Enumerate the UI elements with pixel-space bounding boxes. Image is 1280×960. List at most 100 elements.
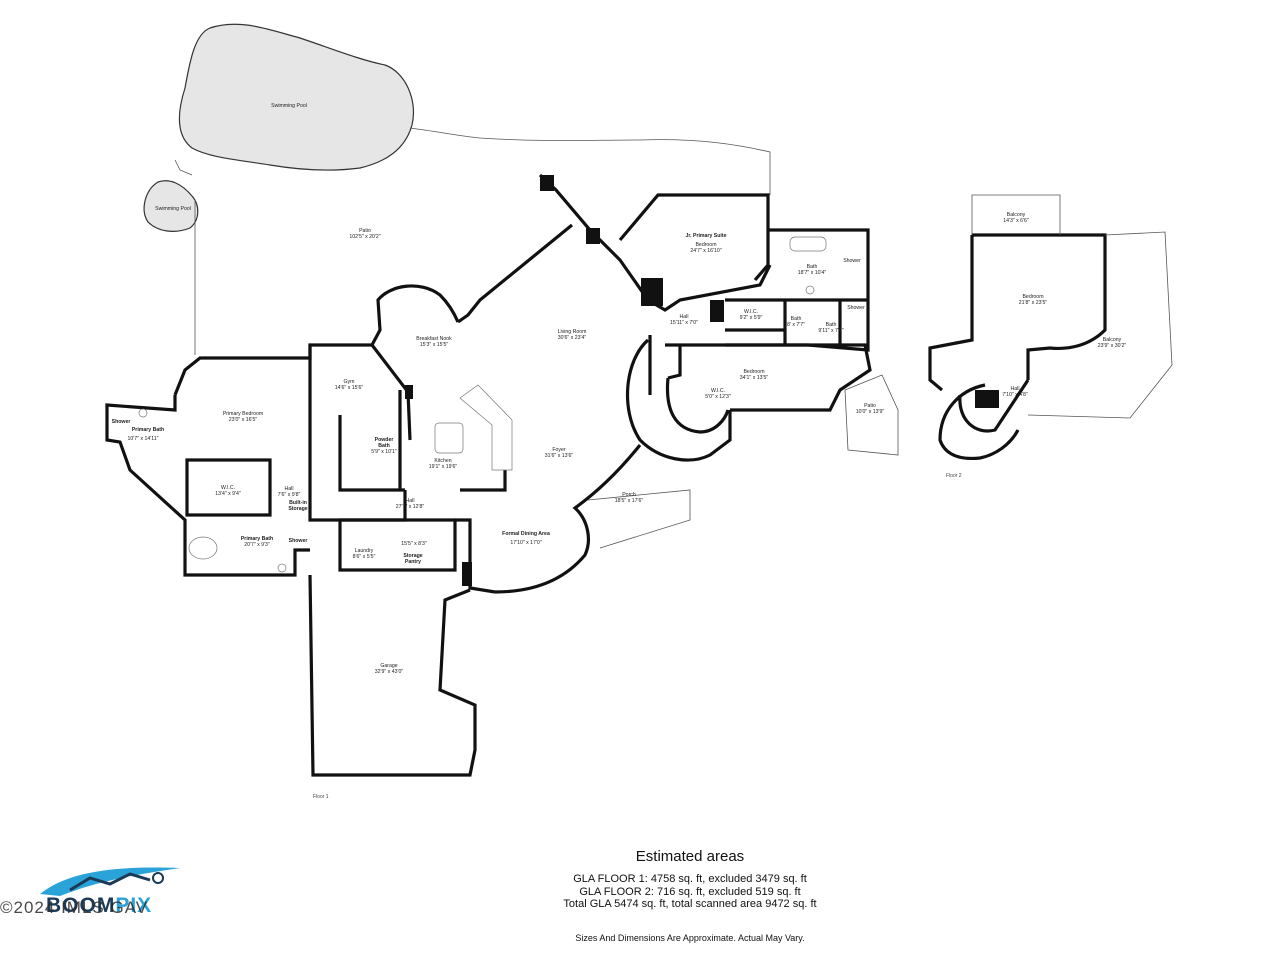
estimated-areas-heading: Estimated areas [635,848,745,865]
label-bath-small-dim: 8' x 7'7" [787,322,805,328]
label-hall-upper-dim: 15'11" x 7'0" [670,320,698,326]
label-powder-sub: Bath [378,443,390,449]
label-primary-bath-bot-dim: 20'7" x 9'3" [244,542,270,548]
label-patio: Patio [359,228,371,234]
label-bedroom-f2: Bedroom [1022,294,1043,300]
toilet-3 [277,563,287,573]
label-storage-pantry-sub: Pantry [405,559,421,565]
label-hall-f2-dim: 7'10" x 4'8" [1002,392,1028,398]
label-foyer: Foyer [552,447,566,453]
label-primary-bedroom-dim: 23'0" x 16'5" [229,417,258,423]
label-porch: Porch [622,492,636,498]
mls-watermark: ©2024 IMLS GAV [0,898,149,917]
gla-floor2: GLA FLOOR 2: 716 sq. ft, excluded 519 sq… [579,885,801,898]
floor1-labels: Swimming Pool Swimming Pool Patio 102'5"… [112,103,885,800]
label-wic1: W.I.C. [744,309,758,315]
label-primary-bath-top-dim: 10'7" x 14'11" [128,436,159,442]
label-jr-shower: Shower [843,258,861,264]
swimming-pool-small [143,180,199,232]
label-swimming-pool-small: Swimming Pool [155,206,191,212]
label-bedroom-right: Bedroom [743,369,764,375]
label-laundry-dim: 8'6" x 5'5" [353,554,376,560]
kitchen-counter [459,384,513,471]
label-balcony-top-dim: 14'3" x 6'6" [1003,218,1029,224]
total-gla: Total GLA 5474 sq. ft, total scanned are… [563,898,817,910]
label-storage-pantry: Storage [403,553,422,559]
floor2-labels: Balcony 14'3" x 6'6" Bedroom 21'8" x 23'… [946,212,1126,479]
label-jr-bedroom-dim: 24'7" x 16'10" [690,248,721,254]
label-bath-b: Bath [826,322,837,328]
label-dining-dim: 17'10" x 17'0" [510,540,541,546]
label-hall-small-dim: 7'6" x 9'8" [278,492,301,498]
kitchen-island [434,422,464,454]
label-wic-primary: W.I.C. [221,485,235,491]
label-jr-bath: Bath [807,264,818,270]
label-kitchen: Kitchen [434,458,451,464]
label-hall-main-dim: 27'7" x 12'8" [396,504,425,510]
label-powder: Powder [375,437,394,443]
label-hall-small: Hall [285,486,294,492]
label-gym: Gym [344,379,355,385]
label-patio-dim: 102'5" x 20'2" [349,234,380,240]
floor1-walls [105,173,899,777]
label-living: Living Room [558,329,587,335]
label-shower-left: Shower [112,419,131,425]
toilet-2 [805,285,815,295]
label-bath-b-dim: 9'11" x 7'0" [818,328,843,334]
patio-outline [174,127,771,355]
label-primary-bath-bot: Primary Bath [241,536,273,542]
label-swimming-pool-large: Swimming Pool [271,103,307,109]
label-kitchen-dim: 19'1" x 19'6" [429,464,458,470]
label-wic-primary-dim: 13'4" x 9'4" [215,491,241,497]
label-hall-f2: Hall [1011,386,1020,392]
label-laundry-area-dim: 15'5" x 8'3" [401,541,427,547]
label-bath-small: Bath [791,316,802,322]
jr-bathtub [789,236,827,252]
estimated-areas: Estimated areas GLA FLOOR 1: 4758 sq. ft… [440,848,940,943]
label-floor2: Floor 2 [946,473,962,479]
swimming-pool-large [178,23,414,171]
label-patio-small-dim: 10'0" x 13'9" [856,409,885,415]
label-primary-bath-top: Primary Bath [132,427,164,433]
label-shower-bot: Shower [289,538,308,544]
toilet-1 [138,408,148,418]
label-dining: Formal Dining Area [502,531,550,537]
label-foyer-dim: 31'6" x 13'6" [545,453,574,459]
label-porch-dim: 18'5" x 17'6" [615,498,644,504]
disclaimer: Sizes And Dimensions Are Approximate. Ac… [575,932,805,943]
logo-text: BOOMPIX [46,894,153,917]
label-living-dim: 30'6" x 23'4" [558,335,587,341]
label-builtin: Built-in [289,500,307,506]
label-primary-bedroom: Primary Bedroom [223,411,263,417]
label-gym-dim: 14'6" x 15'6" [335,385,364,391]
label-jr-bedroom: Bedroom [695,242,716,248]
label-breakfast-dim: 15'3" x 15'5" [420,342,449,348]
floor2-walls [928,194,1173,461]
label-garage-dim: 32'9" x 43'0" [375,669,404,675]
bathtub [188,536,218,560]
label-shower-b: Shower [847,305,865,311]
logo-swoosh-icon [40,867,180,896]
pool-area [143,23,771,355]
label-hall-main: Hall [406,498,415,504]
label-balcony-right-dim: 23'9" x 30'2" [1098,343,1127,349]
label-hall-upper: Hall [680,314,689,320]
label-bedroom-right-dim: 34'1" x 13'5" [740,375,769,381]
label-wic-right-dim: 5'0" x 12'3" [705,394,731,400]
label-jr-suite: Jr. Primary Suite [686,233,727,239]
label-balcony-right: Balcony [1103,337,1122,343]
fixtures [138,236,827,573]
label-laundry: Laundry [355,548,374,554]
label-garage: Garage [380,663,397,669]
label-breakfast: Breakfast Nook [416,336,452,342]
label-powder-dim: 5'9" x 10'1" [371,449,397,455]
boompix-logo: BOOMPIX ©2024 IMLS GAV [0,858,210,938]
label-patio-small: Patio [864,403,876,409]
label-wic-right: W.I.C. [711,388,725,394]
label-floor1: Floor 1 [313,794,329,800]
label-bedroom-f2-dim: 21'8" x 23'5" [1019,300,1048,306]
label-balcony-top: Balcony [1007,212,1026,218]
label-wic1-dim: 9'2" x 5'9" [740,315,763,321]
label-jr-bath-dim: 18'7" x 10'4" [798,270,827,276]
